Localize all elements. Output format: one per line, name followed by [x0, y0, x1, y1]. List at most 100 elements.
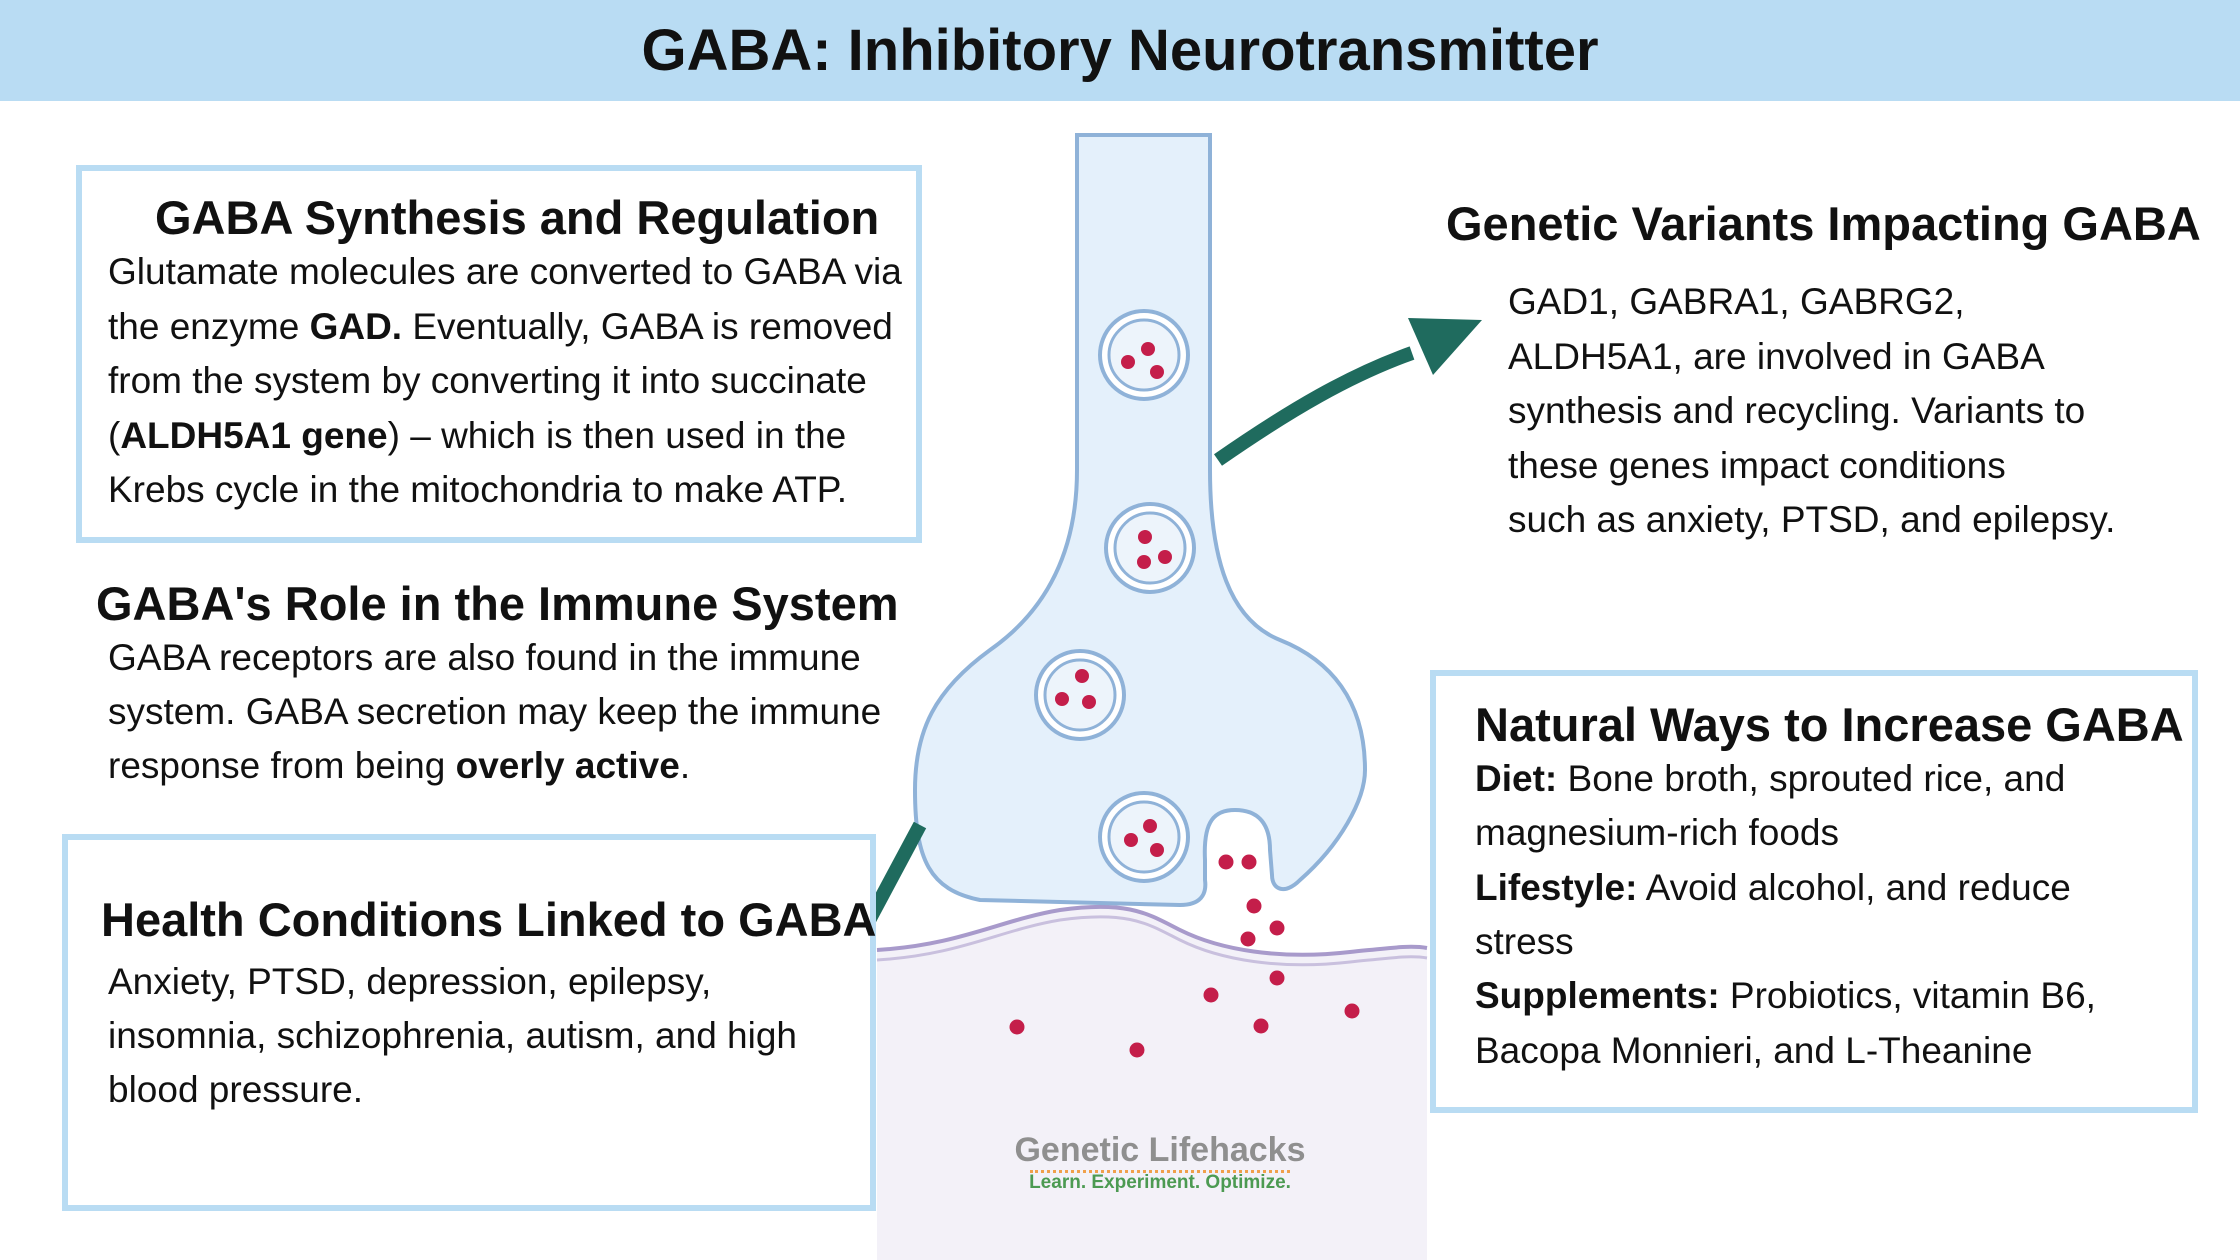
gaba-molecule: [1344, 1003, 1360, 1019]
synthesis-line: the enzyme GAD. Eventually, GABA is remo…: [108, 305, 893, 349]
page-title: GABA: Inhibitory Neurotransmitter: [641, 18, 1599, 83]
immune-line: system. GABA secretion may keep the immu…: [108, 690, 881, 734]
text-segment: Probiotics, vitamin B6,: [1719, 975, 2096, 1017]
text-segment: .: [679, 745, 691, 786]
health-line: Anxiety, PTSD, depression, epilepsy,: [108, 960, 711, 1004]
immune-title: GABA's Role in the Immune System: [96, 577, 899, 630]
synthesis-line: Krebs cycle in the mitochondria to make …: [108, 468, 847, 512]
synthesis-line: (ALDH5A1 gene) – which is then used in t…: [108, 414, 846, 458]
bold-term: Lifestyle:: [1475, 866, 1638, 908]
text-segment: response from being: [108, 745, 456, 786]
postsynaptic-membrane-inner: [876, 915, 1428, 967]
genetic-line: GAD1, GABRA1, GABRG2,: [1508, 280, 1964, 324]
gaba-molecule: [1143, 819, 1157, 833]
gaba-molecule: [1150, 365, 1164, 379]
bold-term: GAD.: [309, 305, 403, 347]
text-segment: blood pressure.: [108, 1069, 364, 1110]
synthesis-title: GABA Synthesis and Regulation: [155, 191, 880, 244]
postsynaptic-membrane-outer: [876, 904, 1428, 957]
text-segment: ALDH5A1, are involved in GABA: [1508, 335, 2045, 377]
natural-title: Natural Ways to Increase GABA: [1475, 698, 2184, 751]
gaba-molecule: [1138, 530, 1152, 544]
genetic-line: synthesis and recycling. Variants to: [1508, 389, 2085, 433]
text-segment: magnesium-rich foods: [1475, 812, 1839, 854]
natural-line: Lifestyle: Avoid alcohol, and reduce: [1475, 866, 2071, 910]
released-gaba: [1009, 854, 1360, 1058]
health-line: insomnia, schizophrenia, autism, and hig…: [108, 1014, 797, 1058]
gaba-molecule: [1129, 1042, 1145, 1058]
text-segment: (: [108, 414, 121, 456]
vesicle-2: [1104, 502, 1196, 594]
text-segment: Krebs cycle in the mitochondria to make …: [108, 469, 847, 510]
immune-line: GABA receptors are also found in the imm…: [108, 636, 861, 680]
logo-divider: [1030, 1170, 1290, 1173]
vesicle-3: [1034, 649, 1126, 741]
gaba-molecule: [1009, 1019, 1025, 1035]
natural-line: Bacopa Monnieri, and L-Theanine: [1475, 1029, 2032, 1073]
arrow-head-genetic: [1408, 318, 1482, 375]
gaba-molecule: [1055, 692, 1069, 706]
text-segment: such as anxiety, PTSD, and epilepsy.: [1508, 499, 2116, 540]
vesicle-4: [1098, 791, 1190, 883]
text-segment: stress: [1475, 920, 1574, 962]
gaba-molecule: [1075, 669, 1089, 683]
text-segment: Glutamate molecules are converted to GAB…: [108, 251, 902, 292]
gaba-molecule: [1150, 843, 1164, 857]
genetic-line: such as anxiety, PTSD, and epilepsy.: [1508, 498, 2115, 542]
gaba-molecule: [1141, 342, 1155, 356]
bold-term: ALDH5A1 gene: [120, 414, 388, 456]
health-line: blood pressure.: [108, 1068, 363, 1112]
natural-line: Supplements: Probiotics, vitamin B6,: [1475, 974, 2096, 1018]
logo-name: Genetic Lifehacks: [1014, 1131, 1306, 1169]
health-title: Health Conditions Linked to GABA: [101, 893, 877, 946]
synthesis-line: from the system by converting it into su…: [108, 359, 867, 403]
gaba-molecule: [1218, 854, 1234, 870]
synthesis-line: Glutamate molecules are converted to GAB…: [108, 250, 902, 294]
natural-line: Diet: Bone broth, sprouted rice, and: [1475, 757, 2065, 801]
gaba-molecule: [1124, 833, 1138, 847]
immune-line: response from being overly active.: [108, 744, 690, 788]
text-segment: ) – which is then used in the: [387, 414, 847, 456]
gaba-molecule: [1246, 898, 1262, 914]
natural-line: stress: [1475, 920, 1574, 964]
gaba-molecule: [1121, 355, 1135, 369]
bold-term: overly active: [455, 745, 680, 786]
natural-panel: [1430, 670, 2198, 1113]
genetic-line: ALDH5A1, are involved in GABA: [1508, 335, 2045, 379]
text-segment: GABA receptors are also found in the imm…: [108, 637, 861, 678]
text-segment: Avoid alcohol, and reduce: [1637, 866, 2071, 908]
gaba-molecule: [1269, 970, 1285, 986]
health-panel: [62, 834, 876, 1211]
logo-tagline: Learn. Experiment. Optimize.: [1029, 1172, 1291, 1193]
gaba-molecule: [1082, 695, 1096, 709]
gaba-molecule: [1137, 555, 1151, 569]
gaba-molecule: [1158, 550, 1172, 564]
arrow-synapse-to-genetic: [1214, 346, 1415, 466]
gaba-molecule: [1253, 1018, 1269, 1034]
text-segment: GAD1, GABRA1, GABRG2,: [1508, 281, 1965, 322]
genetic-title: Genetic Variants Impacting GABA: [1446, 197, 2201, 250]
bold-term: Supplements:: [1475, 975, 1720, 1017]
genetic-line: these genes impact conditions: [1508, 444, 2006, 488]
text-segment: Anxiety, PTSD, depression, epilepsy,: [108, 961, 712, 1002]
text-segment: insomnia, schizophrenia, autism, and hig…: [108, 1015, 797, 1056]
synthesis-panel: [76, 165, 922, 543]
text-segment: system. GABA secretion may keep the immu…: [108, 691, 882, 732]
bold-term: Diet:: [1475, 758, 1558, 799]
text-segment: from the system by converting it into su…: [108, 360, 867, 401]
text-segment: Bone broth, sprouted rice, and: [1557, 758, 2066, 799]
text-segment: Bacopa Monnieri, and L-Theanine: [1475, 1029, 2033, 1071]
text-segment: the enzyme: [108, 305, 310, 347]
text-segment: these genes impact conditions: [1508, 444, 2006, 486]
gaba-molecule: [1203, 987, 1219, 1003]
vesicle-1: [1098, 309, 1190, 401]
postsynaptic-cell: [877, 906, 1427, 1260]
gaba-molecule: [1241, 854, 1257, 870]
text-segment: synthesis and recycling. Variants to: [1508, 390, 2086, 431]
natural-line: magnesium-rich foods: [1475, 811, 1839, 855]
gaba-molecule: [1269, 920, 1285, 936]
gaba-molecule: [1240, 931, 1256, 947]
header-bar: GABA: Inhibitory Neurotransmitter: [0, 0, 2240, 101]
text-segment: Eventually, GABA is removed: [402, 305, 893, 347]
